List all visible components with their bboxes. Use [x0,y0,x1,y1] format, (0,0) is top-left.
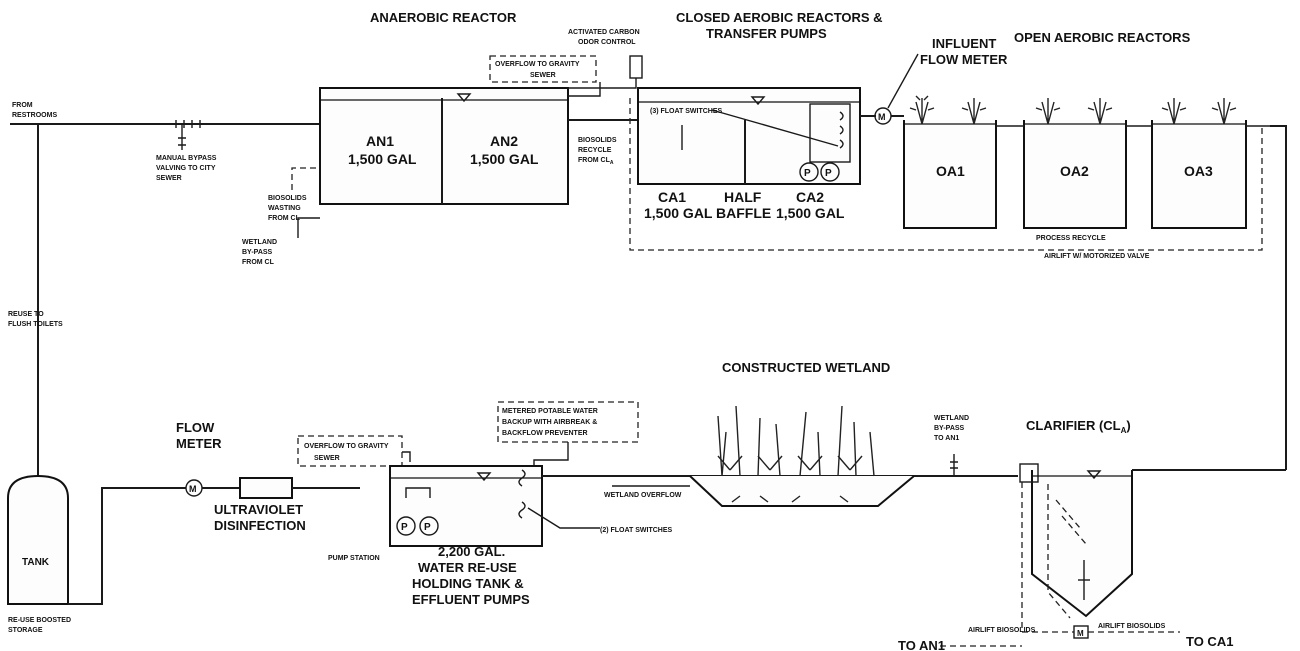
wetland-bypass-label-3: FROM CL [242,259,275,266]
metered-label-2: BACKUP WITH AIRBREAK & [502,419,597,426]
anaerobic-reactor: AN1 1,500 GAL AN2 1,500 GAL [319,87,569,205]
reuse-label-1: REUSE TO [8,311,44,318]
carbon-label-2: ODOR CONTROL [578,39,636,46]
overflow-bottom-label-2: SEWER [314,455,340,462]
biosolids-wasting-label-3: FROM CL [268,215,301,222]
bypass-label-2: VALVING TO CITY [156,165,216,172]
closed-aerobic-title-2: TRANSFER PUMPS [706,26,827,41]
biosolids-wasting-label-1: BIOSOLIDS [268,195,307,202]
clarifier-title: CLARIFIER (CLA) [1026,418,1131,435]
oa1-name: OA1 [936,163,965,179]
wetland-bypass-to-an1: WETLAND BY-PASS TO AN1 [934,415,969,476]
flow-meter-label-1: FLOW [176,420,215,435]
overflow-bottom-label-1: OVERFLOW TO GRAVITY [304,443,389,450]
metered-label-3: BACKFLOW PREVENTER [502,430,588,437]
bypass-label-3: SEWER [156,175,182,182]
overflow-top-label-1: OVERFLOW TO GRAVITY [495,61,580,68]
activated-carbon-odor-control: ACTIVATED CARBON ODOR CONTROL [568,29,643,89]
oa3-name: OA3 [1184,163,1213,179]
pump-icon: P [804,168,811,179]
uv-label-2: DISINFECTION [214,518,306,533]
reuse-storage-label-1: RE-USE BOOSTED [8,617,71,624]
pump-icon: P [401,522,408,533]
meter-icon: M [189,484,197,494]
reuse-storage-tank: TANK RE-USE BOOSTED STORAGE [7,474,71,634]
airlift-right-label: AIRLIFT BIOSOLIDS [1098,623,1166,630]
ca1-name: CA1 [658,189,686,205]
carbon-label-1: ACTIVATED CARBON [568,29,640,36]
uv-label-1: ULTRAVIOLET [214,502,303,517]
meter-icon: M [878,112,886,122]
pump-station-label: PUMP STATION [328,555,380,562]
overflow-gravity-sewer-top: OVERFLOW TO GRAVITY SEWER [489,55,601,97]
open-aerobic-reactors: OA1 OA2 OA3 [903,95,1270,229]
biosolids-wasting-note: BIOSOLIDS WASTING FROM CL [268,167,320,222]
metered-potable-water-note: METERED POTABLE WATER BACKUP WITH AIRBRE… [497,401,639,474]
tank-label: TANK [22,557,50,568]
flow-meter-title: FLOW METER [920,52,1008,67]
half-baffle-label-2: BAFFLE [716,205,771,221]
influent-title: INFLUENT [932,36,996,51]
meter-icon: M [1077,629,1084,638]
influent-flow-meter: M [860,53,919,125]
pump-icon: P [424,522,431,533]
to-ca1-label: TO CA1 [1186,634,1233,649]
wetland-bypass-from-cl-note: WETLAND BY-PASS FROM CL [242,217,320,266]
biosolids-recycle-note: BIOSOLIDS RECYCLE FROM CLA [578,98,1263,251]
restroom-inflow: FROM RESTROOMS [10,102,320,125]
wetland-overflow-label: WETLAND OVERFLOW [604,492,682,499]
wetland-bypass-label-1: WETLAND [242,239,277,246]
recycle-label-3: FROM CLA [578,157,614,166]
reuse-label-2: FLUSH TOILETS [8,321,63,328]
holding-label-4: EFFLUENT PUMPS [412,592,530,607]
restrooms-label: RESTROOMS [12,112,57,119]
airlift-left-label: AIRLIFT BIOSOLIDS [968,627,1036,634]
wetland-bypass-an-label-2: BY-PASS [934,425,965,432]
float-switches-2-label: (2) FLOAT SWITCHES [600,527,673,534]
pump-icon: P [825,168,832,179]
biosolids-wasting-label-2: WASTING [268,205,301,212]
flow-meter-label-2: METER [176,436,222,451]
airlift-motorized-valve-label: AIRLIFT W/ MOTORIZED VALVE [1044,253,1150,260]
ca2-capacity: 1,500 GAL [776,205,845,221]
holding-label-3: HOLDING TANK & [412,576,524,591]
recycle-label-1: BIOSOLIDS [578,137,617,144]
from-label: FROM [12,102,33,109]
recycle-label-2: RECYCLE [578,147,612,154]
an1-name: AN1 [366,133,394,149]
open-aerobic-title: OPEN AEROBIC REACTORS [1014,30,1191,45]
constructed-wetland: WETLAND OVERFLOW [604,405,915,507]
anaerobic-reactor-title: ANAEROBIC REACTOR [370,10,517,25]
holding-label-2: WATER RE-USE [418,560,517,575]
to-an1-label: TO AN1 [898,638,945,651]
bypass-label-1: MANUAL BYPASS [156,155,217,162]
overflow-top-label-2: SEWER [530,72,556,79]
closed-aerobic-reactors: (3) FLOAT SWITCHES P P [637,87,861,185]
wetland-bypass-an-label-3: TO AN1 [934,435,959,442]
wetland-bypass-label-2: BY-PASS [242,249,273,256]
process-recycle-label: PROCESS RECYCLE [1036,235,1106,242]
reuse-holding-tank: P P [389,465,543,547]
overflow-gravity-sewer-bottom: OVERFLOW TO GRAVITY SEWER [297,435,411,467]
ca1-capacity: 1,500 GAL [644,205,713,221]
ca2-name: CA2 [796,189,824,205]
an2-name: AN2 [490,133,518,149]
closed-aerobic-title-1: CLOSED AEROBIC REACTORS & [676,10,883,25]
oa2-name: OA2 [1060,163,1089,179]
float-switches-3-label: (3) FLOAT SWITCHES [650,108,723,115]
wetland-bypass-an-label-1: WETLAND [934,415,969,422]
an1-capacity: 1,500 GAL [348,151,417,167]
uv-disinfection-unit [239,477,293,499]
manual-bypass-valve: MANUAL BYPASS VALVING TO CITY SEWER [156,120,217,182]
holding-label-1: 2,200 GAL. [438,544,505,559]
wetland-title: CONSTRUCTED WETLAND [722,360,890,375]
an2-capacity: 1,500 GAL [470,151,539,167]
reuse-storage-label-2: STORAGE [8,627,43,634]
airlift-biosolids: M AIRLIFT BIOSOLIDS AIRLIFT BIOSOLIDS TO… [898,482,1233,651]
half-baffle-label-1: HALF [724,189,762,205]
metered-label-1: METERED POTABLE WATER [502,408,598,415]
clarifier [1019,404,1287,619]
